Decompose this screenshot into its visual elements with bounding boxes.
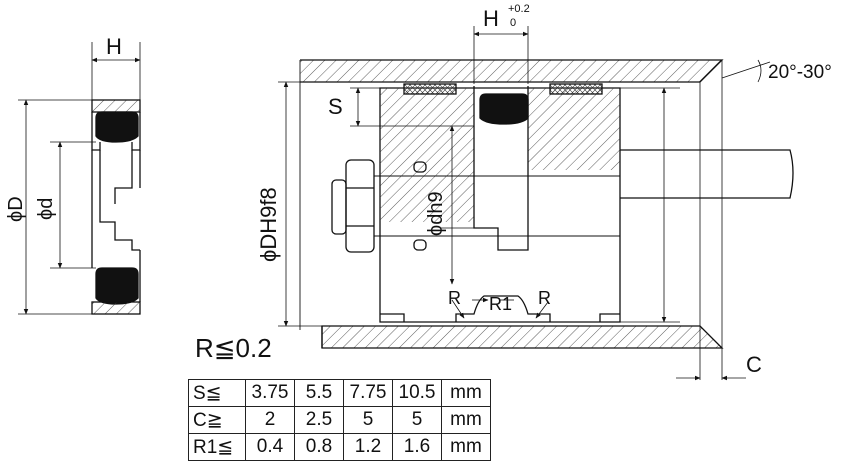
table-unit-cell: mm [441, 379, 491, 407]
h-label-left: H [106, 34, 122, 59]
r1-label: R1 [489, 294, 512, 314]
phi-dh9-label: ϕdh9 [425, 191, 447, 236]
angle-label: 20°-30° [768, 62, 832, 83]
r-left-label: R [448, 288, 461, 308]
h-tolerance-lower: 0 [510, 17, 516, 29]
table-cell: 3.75 [245, 379, 295, 407]
table-cell: 2.5 [294, 406, 344, 434]
phi-d-outer-label: ϕD [5, 196, 27, 222]
table-cell: 1.2 [343, 433, 393, 461]
table-row-head: S≦ [188, 379, 246, 407]
phi-d-inner-label: ϕd [35, 198, 57, 220]
seal-cross-section [18, 42, 141, 315]
table-cell: 0.8 [294, 433, 344, 461]
table-row-head: R1≦ [188, 433, 246, 461]
table-cell: 7.75 [343, 379, 393, 407]
s-label: S [328, 94, 343, 119]
h-tolerance-upper: +0.2 [508, 3, 530, 15]
r-right-label: R [538, 288, 551, 308]
c-label: C [746, 352, 762, 377]
h-groove-label: H [483, 6, 499, 31]
radius-note: R≦0.2 [195, 333, 272, 363]
table-cell: 0.4 [245, 433, 295, 461]
table-cell: 5 [343, 406, 393, 434]
phi-dh9f8-label: ϕDH9f8 [256, 187, 281, 262]
table-cell: 1.6 [392, 433, 442, 461]
table-unit-cell: mm [441, 433, 491, 461]
table-cell: 2 [245, 406, 295, 434]
table-cell: 10.5 [392, 379, 442, 407]
table-cell: 5 [392, 406, 442, 434]
table-cell: 5.5 [294, 379, 344, 407]
cylinder-assembly [278, 26, 794, 381]
table-row-head: C≧ [188, 406, 246, 434]
table-unit-cell: mm [441, 406, 491, 434]
